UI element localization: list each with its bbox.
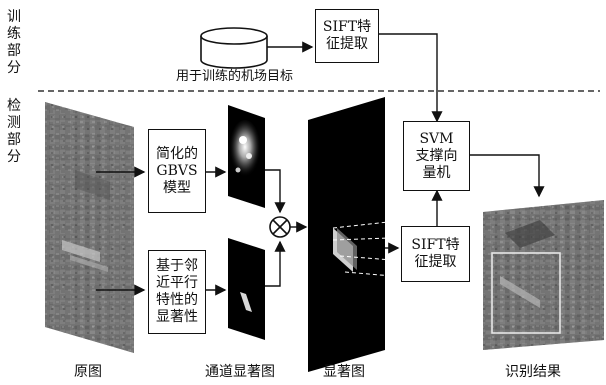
detection-box — [491, 252, 561, 334]
gbvs-line2: GBVS — [156, 162, 198, 179]
fusion-operator-icon — [269, 216, 291, 238]
svm-line1: SVM — [419, 130, 454, 147]
caption-result: 识别结果 — [505, 364, 561, 380]
svm-line3: 量机 — [422, 164, 451, 181]
channel-saliency-parallel-image — [228, 238, 265, 340]
parallel-saliency-box: 基于邻 近平行 特性的 显著性 — [148, 250, 206, 334]
sift-training-line2: 征提取 — [326, 36, 368, 52]
sift-training-line1: SIFT特 — [322, 19, 372, 35]
caption-original: 原图 — [74, 364, 102, 380]
parallel-line1: 基于邻 — [156, 258, 198, 274]
section-label-training: 训练部分 — [7, 9, 21, 76]
saliency-map-image — [308, 97, 393, 372]
gbvs-line1: 简化的 — [156, 145, 198, 162]
sift-detection-box: SIFT特 征提取 — [401, 226, 470, 282]
database-icon — [200, 27, 268, 69]
gbvs-line3: 模型 — [163, 179, 191, 196]
parallel-line4: 显著性 — [156, 309, 198, 325]
caption-saliency: 显著图 — [323, 364, 365, 380]
caption-channel-saliency: 通道显著图 — [205, 364, 275, 380]
original-image — [45, 102, 134, 353]
parallel-line2: 近平行 — [156, 275, 198, 291]
channel-saliency-gbvs-image — [228, 105, 265, 208]
svm-line2: 支撑向 — [415, 147, 458, 164]
recognition-result-image — [483, 200, 604, 350]
sift-training-box: SIFT特 征提取 — [315, 9, 379, 63]
database-label: 用于训练的机场目标 — [176, 69, 294, 84]
gbvs-model-box: 简化的 GBVS 模型 — [148, 129, 206, 213]
sift-detection-line1: SIFT特 — [411, 237, 460, 253]
section-label-detection: 检测部分 — [7, 98, 21, 165]
sift-detection-line2: 征提取 — [414, 254, 457, 270]
svm-box: SVM 支撑向 量机 — [403, 121, 470, 191]
parallel-line3: 特性的 — [156, 292, 198, 308]
